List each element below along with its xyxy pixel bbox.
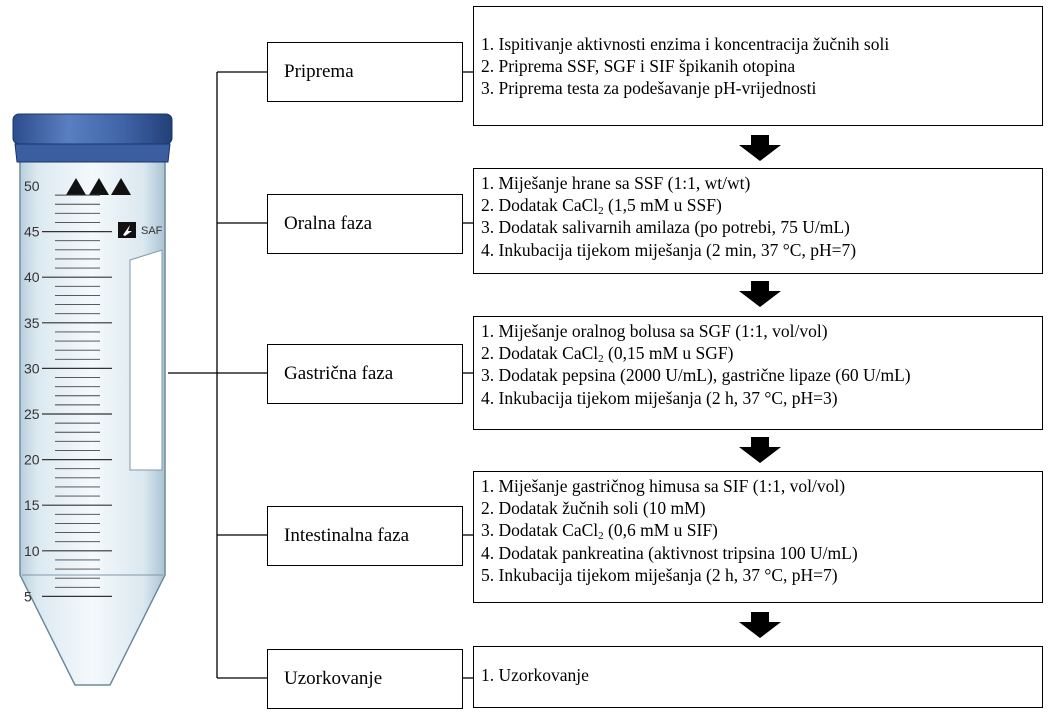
down-arrow-icon — [739, 135, 781, 161]
phase-box-uzorkovanje: Uzorkovanje — [267, 649, 463, 709]
fill-mark-triangles — [66, 178, 131, 195]
tube-logo-text: SAF — [141, 225, 163, 237]
step-item: 2. Dodatak CaCl2 (0,15 mM u SGF) — [481, 343, 734, 366]
phase-box-intestinalna: Intestinalna faza — [267, 506, 463, 566]
graduation-label: 25 — [24, 406, 40, 422]
phase-label: Priprema — [284, 61, 354, 82]
flow-arrows — [739, 135, 781, 638]
phase-label: Uzorkovanje — [284, 668, 383, 689]
graduation-label: 35 — [24, 315, 40, 331]
down-arrow-icon — [739, 437, 781, 463]
phase-box-oralna: Oralna faza — [267, 194, 463, 254]
steps-box-uzorkovanje: 1. Uzorkovanje — [473, 646, 1043, 708]
steps-box-gastricna: 1. Miješanje oralnog bolusa sa SGF (1:1,… — [473, 316, 1043, 430]
phase-box-gastricna: Gastrična faza — [267, 344, 463, 404]
step-item: 3. Dodatak pepsina (2000 U/mL), gastričn… — [481, 365, 911, 386]
graduation-label: 40 — [24, 269, 40, 285]
graduation-label: 5 — [24, 588, 32, 604]
step-item: 1. Miješanje hrane sa SSF (1:1, wt/wt) — [481, 173, 751, 193]
step-item: 1. Miješanje gastričnog himusa sa SIF (1… — [481, 476, 846, 496]
graduation-label: 30 — [24, 360, 40, 376]
centrifuge-tube: SAF 50 45 40 35 30 25 20 15 10 5 — [12, 113, 173, 686]
down-arrow-icon — [739, 612, 781, 638]
step-item: 2. Dodatak žučnih soli (10 mM) — [481, 498, 706, 519]
graduation-label: 45 — [24, 224, 40, 240]
step-item: 1. Miješanje oralnog bolusa sa SGF (1:1,… — [481, 321, 828, 341]
step-item: 4. Inkubacija tijekom miješanja (2 h, 37… — [481, 387, 838, 408]
graduation-marks: 50 45 40 35 30 25 20 15 10 5 — [24, 178, 112, 604]
step-item: 4. Inkubacija tijekom miješanja (2 min, … — [481, 239, 857, 260]
step-item: 2. Priprema SSF, SGF i SIF špikanih otop… — [481, 56, 796, 77]
step-item: 3. Priprema testa za podešavanje pH-vrij… — [481, 78, 817, 99]
step-item: 2. Dodatak CaCl2 (1,5 mM u SSF) — [481, 195, 722, 218]
step-item: 3. Dodatak salivarnih amilaza (po potreb… — [481, 217, 850, 238]
graduation-label: 10 — [24, 543, 40, 559]
step-item: 3. Dodatak CaCl2 (0,6 mM u SIF) — [481, 520, 718, 543]
step-item: 1. Ispitivanje aktivnosti enzima i konce… — [481, 34, 890, 54]
steps-box-intestinalna: 1. Miješanje gastričnog himusa sa SIF (1… — [473, 471, 1043, 603]
graduation-label: 50 — [24, 178, 40, 194]
steps-box-oralna: 1. Miješanje hrane sa SSF (1:1, wt/wt) 2… — [473, 168, 1043, 274]
tube-logo-icon — [118, 222, 136, 238]
down-arrow-icon — [739, 281, 781, 307]
phase-label: Intestinalna faza — [284, 525, 410, 546]
step-item: 4. Dodatak pankreatina (aktivnost tripsi… — [481, 542, 858, 563]
step-item: 1. Uzorkovanje — [481, 665, 589, 685]
phase-label: Gastrična faza — [284, 363, 394, 384]
step-item: 5. Inkubacija tijekom miješanja (2 h, 37… — [481, 564, 838, 585]
graduation-label: 20 — [24, 452, 40, 468]
phase-box-priprema: Priprema — [267, 42, 463, 102]
graduation-label: 15 — [24, 497, 40, 513]
connector-lines — [168, 71, 473, 679]
steps-box-priprema: 1. Ispitivanje aktivnosti enzima i konce… — [473, 6, 1043, 126]
phase-label: Oralna faza — [284, 213, 373, 234]
